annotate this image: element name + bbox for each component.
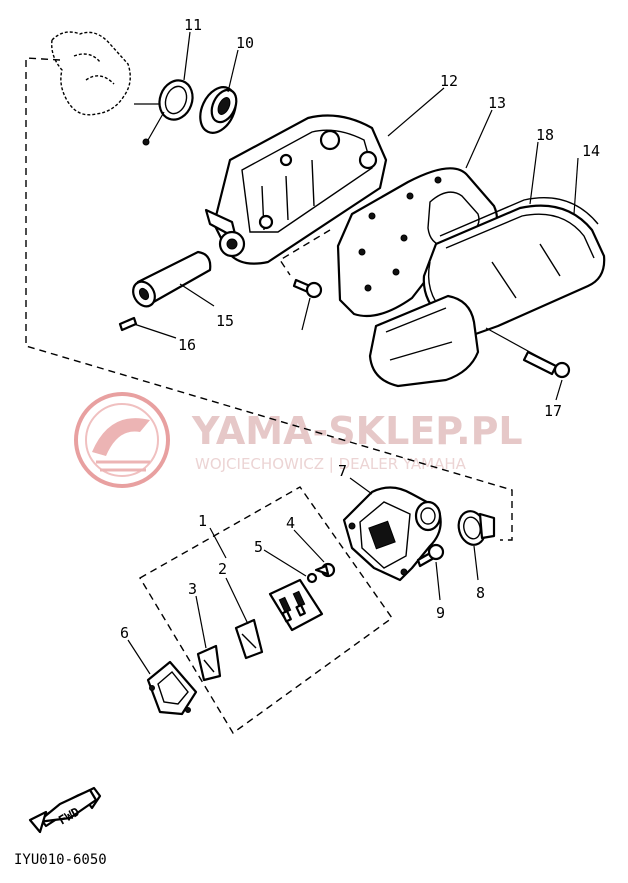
part-washer bbox=[306, 572, 318, 584]
part-case-cover bbox=[368, 204, 606, 388]
callout-12: 12 bbox=[440, 72, 458, 90]
part-o-ring bbox=[134, 79, 194, 146]
callout-17: 17 bbox=[544, 402, 562, 420]
part-screw-small bbox=[118, 316, 138, 332]
part-cover-seal bbox=[439, 197, 599, 237]
callout-15: 15 bbox=[216, 312, 234, 330]
callout-16: 16 bbox=[178, 336, 196, 354]
part-reed-gasket bbox=[146, 660, 198, 716]
part-intake-manifold bbox=[342, 486, 442, 582]
reference-lines bbox=[25, 57, 513, 735]
callout-3: 3 bbox=[188, 580, 197, 598]
part-bolt-manifold bbox=[416, 543, 445, 568]
crankcase-outline bbox=[51, 31, 131, 116]
part-intake-tube bbox=[132, 250, 212, 308]
part-screw-long bbox=[485, 327, 571, 379]
callout-13: 13 bbox=[488, 94, 506, 112]
part-bolt-reed bbox=[314, 562, 336, 578]
part-hose-clamp bbox=[457, 510, 496, 546]
leader-lines bbox=[127, 31, 579, 675]
part-reed-plate bbox=[268, 578, 324, 632]
part-bolt-case bbox=[292, 278, 323, 299]
part-joint-ring bbox=[199, 86, 238, 134]
callout-8: 8 bbox=[476, 584, 485, 602]
watermark-brand: YAMA-SKLEP.PL bbox=[191, 409, 523, 453]
watermark-logo bbox=[74, 392, 170, 488]
callout-10: 10 bbox=[236, 34, 254, 52]
callouts: 11 10 12 13 18 14 15 16 17 7 1 4 5 2 3 6… bbox=[120, 16, 600, 642]
part-reed-stopper bbox=[196, 644, 222, 682]
part-reed-valve bbox=[234, 618, 264, 660]
callout-2: 2 bbox=[218, 560, 227, 578]
callout-11: 11 bbox=[184, 16, 202, 34]
fwd-arrow: FWD bbox=[28, 786, 102, 834]
callout-6: 6 bbox=[120, 624, 129, 642]
callout-18: 18 bbox=[536, 126, 554, 144]
watermark: YAMA-SKLEP.PL WOJCIECHOWICZ | DEALER YAM… bbox=[74, 392, 523, 488]
callout-7: 7 bbox=[338, 462, 347, 480]
callout-1: 1 bbox=[198, 512, 207, 530]
callout-5: 5 bbox=[254, 538, 263, 556]
diagram-code: IYU010-6050 bbox=[14, 852, 107, 868]
watermark-dealer: WOJCIECHOWICZ | DEALER YAMAHA bbox=[195, 455, 467, 473]
callout-14: 14 bbox=[582, 142, 600, 160]
callout-9: 9 bbox=[436, 604, 445, 622]
part-air-cleaner-case bbox=[204, 114, 388, 265]
callout-4: 4 bbox=[286, 514, 295, 532]
